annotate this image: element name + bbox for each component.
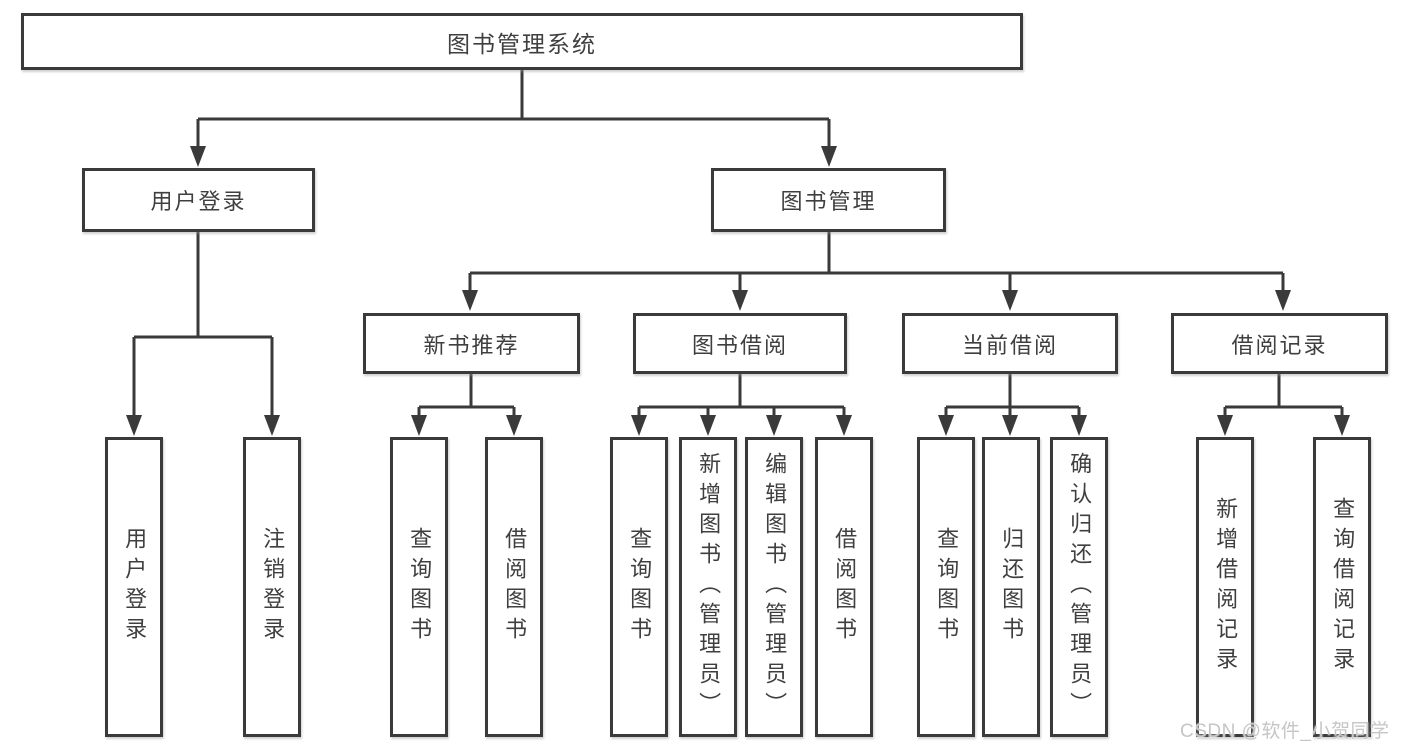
connector-line: [944, 374, 1081, 418]
node-leaf-borrow-edit: 编辑图书（管理员）: [745, 437, 803, 737]
node-label: 用户登录: [122, 527, 148, 647]
arrowhead-icon: [700, 415, 716, 436]
node-leaf-record-add: 新增借阅记录: [1196, 437, 1254, 737]
node-leaf-logout: 注销登录: [243, 437, 301, 737]
node-leaf-record-query: 查询借阅记录: [1313, 437, 1371, 737]
node-user-login: 用户登录: [82, 168, 315, 232]
node-label: 确认归还（管理员）: [1067, 452, 1093, 722]
arrowhead-icon: [766, 415, 782, 436]
arrowhead-icon: [190, 146, 206, 167]
arrowhead-icon: [1217, 415, 1233, 436]
node-leaf-current-return: 归还图书: [982, 437, 1040, 737]
node-label: 查询借阅记录: [1330, 497, 1356, 677]
node-label: 查询图书: [407, 527, 433, 647]
arrowhead-icon: [1002, 415, 1018, 436]
node-current-borrow: 当前借阅: [902, 313, 1118, 374]
watermark: CSDN @软件_小贺同学: [1180, 721, 1390, 742]
connector-line: [637, 374, 846, 418]
node-label: 新增图书（管理员）: [696, 452, 722, 722]
arrowhead-icon: [126, 415, 142, 436]
node-label: 用户登录: [150, 189, 247, 214]
node-leaf-newbook-borrow: 借阅图书: [485, 437, 543, 737]
node-borrow-record: 借阅记录: [1171, 313, 1388, 374]
arrowhead-icon: [732, 290, 748, 311]
connector-line: [468, 232, 1285, 294]
arrowhead-icon: [462, 290, 478, 311]
node-label: 新书推荐: [423, 332, 520, 358]
arrowhead-icon: [631, 415, 647, 436]
arrowhead-icon: [411, 415, 427, 436]
connector-line: [1223, 374, 1344, 418]
arrowhead-icon: [1071, 415, 1087, 436]
node-label: 编辑图书（管理员）: [762, 452, 788, 722]
node-label: 图书管理: [780, 189, 877, 214]
node-label: 注销登录: [260, 527, 286, 647]
node-label: 借阅记录: [1231, 332, 1328, 358]
node-label: 查询图书: [934, 527, 960, 647]
node-label: 当前借阅: [961, 332, 1058, 358]
node-leaf-borrow-query: 查询图书: [610, 437, 668, 737]
node-leaf-borrow-borrow: 借阅图书: [815, 437, 873, 737]
node-leaf-user-login: 用户登录: [105, 437, 163, 737]
arrowhead-icon: [1334, 415, 1350, 436]
arrowhead-icon: [506, 415, 522, 436]
node-leaf-borrow-add: 新增图书（管理员）: [679, 437, 737, 737]
arrowhead-icon: [938, 415, 954, 436]
arrowhead-icon: [1002, 290, 1018, 311]
connector-line: [196, 70, 831, 150]
node-leaf-current-confirm: 确认归还（管理员）: [1050, 437, 1108, 737]
node-leaf-current-query: 查询图书: [917, 437, 975, 737]
node-label: 借阅图书: [502, 527, 528, 647]
node-book-management: 图书管理: [711, 168, 946, 232]
arrowhead-icon: [1275, 290, 1291, 311]
node-book-borrow: 图书借阅: [633, 313, 847, 374]
node-label: 借阅图书: [832, 527, 858, 647]
node-library-system: 图书管理系统: [21, 13, 1023, 70]
node-new-book-recommend: 新书推荐: [363, 313, 580, 374]
arrowhead-icon: [836, 415, 852, 436]
node-label: 图书管理系统: [447, 30, 597, 57]
node-label: 新增借阅记录: [1213, 497, 1239, 677]
node-label: 归还图书: [999, 527, 1025, 647]
arrowhead-icon: [264, 415, 280, 436]
connector-line: [132, 232, 274, 418]
arrowhead-icon: [821, 146, 837, 167]
node-label: 查询图书: [627, 527, 653, 647]
node-leaf-newbook-query: 查询图书: [390, 437, 448, 737]
node-label: 图书借阅: [691, 332, 788, 358]
connector-line: [417, 374, 516, 418]
